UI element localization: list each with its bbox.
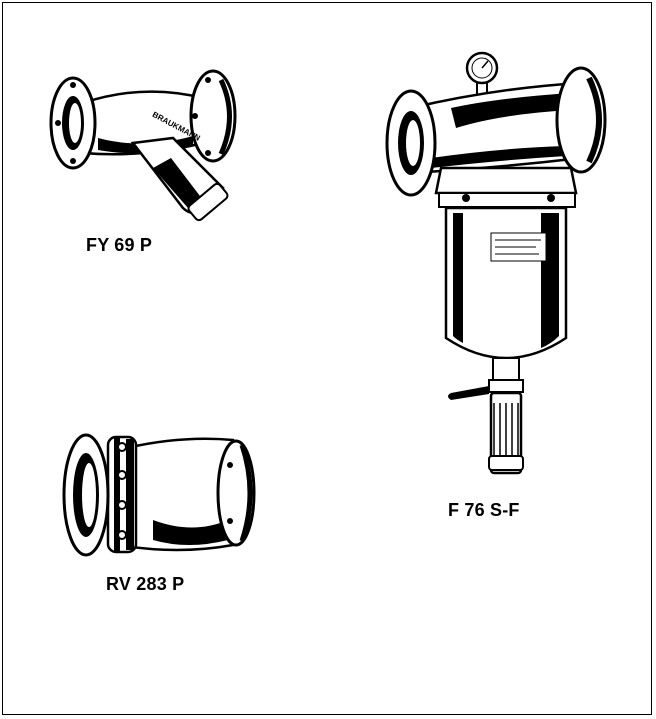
f76sf-illustration [385,51,607,475]
product-rv283p [58,425,263,560]
rv283p-illustration [62,433,256,557]
fy69p-label: FY 69 P [86,235,153,255]
f76sf-label: F 76 S-F [448,500,520,520]
fy69p-illustration [49,69,237,222]
product-fy69p: BRAUKMANN [43,58,243,228]
rv283p-label: RV 283 P [106,574,185,594]
product-f76sf [381,48,611,488]
